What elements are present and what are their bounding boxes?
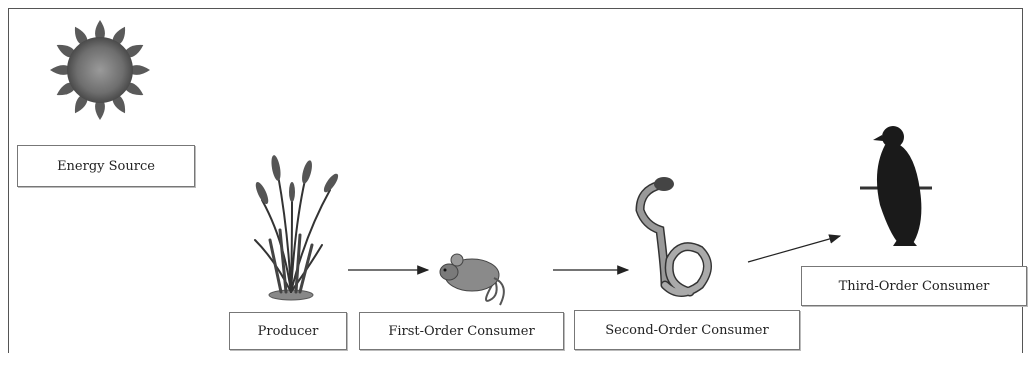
third-order-consumer-label: Third-Order Consumer	[801, 266, 1027, 306]
mouse-icon	[439, 253, 505, 306]
grass-plant-icon	[254, 155, 339, 301]
diagram-frame	[8, 8, 1023, 353]
sun-icon	[50, 20, 150, 120]
arrow-second-to-third	[747, 234, 842, 263]
first-order-consumer-label: First-Order Consumer	[359, 312, 564, 350]
snake-icon	[635, 177, 712, 297]
bird-icon	[860, 126, 932, 246]
second-order-consumer-label: Second-Order Consumer	[574, 310, 800, 350]
energy-source-label: Energy Source	[17, 145, 195, 187]
producer-label: Producer	[229, 312, 347, 350]
